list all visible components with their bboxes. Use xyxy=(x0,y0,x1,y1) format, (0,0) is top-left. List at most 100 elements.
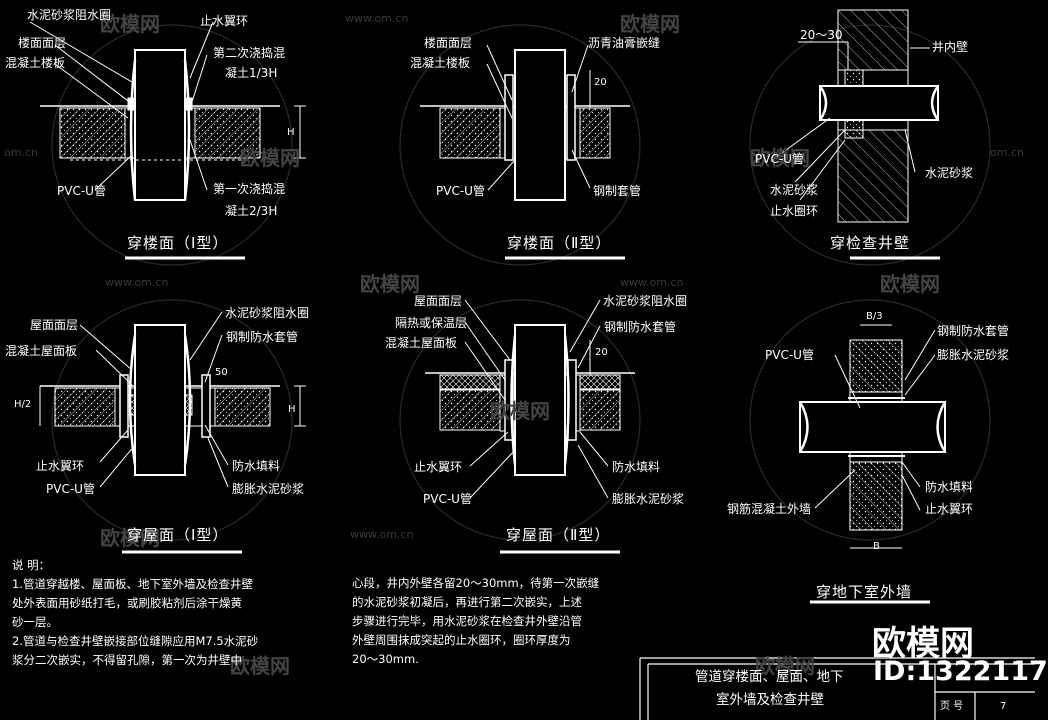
p6-label: 膨胀水泥砂浆 xyxy=(937,348,1010,362)
watermark-brand: 欧模网 xyxy=(230,654,290,678)
p6-label: 防水填料 xyxy=(925,480,974,494)
watermark-brand: 欧模网 xyxy=(620,12,680,36)
p3-label: 止水圈环 xyxy=(770,204,819,218)
panel-5-drawing xyxy=(425,299,635,554)
p1-dim: H xyxy=(287,127,295,138)
notes-left: 说 明： 1.管道穿越楼、屋面板、地下室外墙及检查井壁 处外表面用砂纸打毛，或刷… xyxy=(12,556,258,670)
p3-label: PVC-U管 xyxy=(755,152,804,166)
title-block-page-number: 7 xyxy=(1000,701,1007,712)
p4-title: 穿屋面（Ⅰ型） xyxy=(127,526,229,544)
p5-label: 水泥砂浆阻水圈 xyxy=(603,294,688,308)
watermark-url: om.cn xyxy=(4,146,38,159)
p2-label: 沥青油膏嵌缝 xyxy=(588,36,661,50)
p5-label: 混凝土屋面板 xyxy=(385,336,458,350)
note-line: 处外表面用砂纸打毛，或刷胶粘剂后涂干燥黄 xyxy=(12,596,242,610)
p5-dim: 20 xyxy=(595,347,608,358)
p2-label: 混凝土楼板 xyxy=(410,56,471,70)
p2-dim: 20 xyxy=(594,77,607,88)
p1-label: 止水翼环 xyxy=(200,14,249,28)
p6-label: 止水翼环 xyxy=(925,502,974,516)
panel-4-drawing xyxy=(39,311,306,554)
p1-label: PVC-U管 xyxy=(57,184,106,198)
note-line: 心段，井内外壁各留20～30mm，待第一次嵌缝 xyxy=(352,576,600,590)
p6-label: 钢制防水套管 xyxy=(937,324,1010,338)
p4-dim: H xyxy=(288,404,296,415)
note-line: 的水泥砂浆初凝后，再进行第二次嵌实，上述 xyxy=(352,595,582,609)
p1-title: 穿楼面（Ⅰ型） xyxy=(127,234,229,252)
brand-id: ID:1322117 xyxy=(873,656,1048,687)
p6-title: 穿地下室外墙 xyxy=(816,583,913,601)
p6-dim: B xyxy=(873,541,880,552)
panel-3-drawing xyxy=(774,9,940,260)
p5-label: 止水翼环 xyxy=(414,460,463,474)
p3-label: 井内壁 xyxy=(932,40,969,54)
panel-6-drawing xyxy=(798,324,947,604)
p4-dim: H/2 xyxy=(14,399,32,410)
p2-label: 楼面面层 xyxy=(424,36,473,50)
note-line: 说 明： xyxy=(12,558,51,572)
p6-label: 钢筋混凝土外墙 xyxy=(727,502,812,516)
watermark-brand: 欧模网 xyxy=(100,12,160,36)
p2-label: PVC-U管 xyxy=(436,184,485,198)
watermark-brand: 欧模网 xyxy=(750,146,810,170)
title-block-line1: 管道穿楼面、屋面、地下 xyxy=(695,669,844,685)
p4-label: 水泥砂浆阻水圈 xyxy=(225,306,310,320)
p4-label: 混凝土屋面板 xyxy=(5,344,78,358)
note-line: 2.管道与检查井壁嵌接部位缝隙应用M7.5水泥砂 xyxy=(12,634,259,648)
p1-label: 第一次浇捣混 xyxy=(213,182,286,196)
watermark-brand: 欧模网 xyxy=(240,146,300,170)
watermark-url: www.om.cn xyxy=(105,276,169,289)
watermark-brand: 欧模网 xyxy=(755,654,815,678)
p4-label: 膨胀水泥砂浆 xyxy=(232,482,305,496)
p3-label: 水泥砂浆 xyxy=(925,166,974,180)
p5-label: 钢制防水套管 xyxy=(604,320,677,334)
p5-label: 防水填料 xyxy=(612,460,661,474)
p3-title: 穿检查井壁 xyxy=(830,234,911,252)
p5-label: PVC-U管 xyxy=(423,492,472,506)
note-line: 外壁周围抹成突起的止水圈环，圈环厚度为 xyxy=(352,633,571,647)
p5-label: 膨胀水泥砂浆 xyxy=(612,492,685,506)
p5-label: 屋面面层 xyxy=(414,294,463,308)
brand-logo-text: 欧模网 xyxy=(872,624,974,664)
p1-label: 第二次浇捣混 xyxy=(213,46,286,60)
title-block-frame xyxy=(639,657,1035,720)
p4-label: 屋面面层 xyxy=(30,318,79,332)
p1-label: 混凝土楼板 xyxy=(5,56,66,70)
p4-label: 钢制防水套管 xyxy=(226,330,299,344)
notes-right: 心段，井内外壁各留20～30mm，待第一次嵌缝 的水泥砂浆初凝后，再进行第二次嵌… xyxy=(352,574,599,669)
p4-label: 防水填料 xyxy=(232,459,281,473)
p1-label: 凝土1/3H xyxy=(225,66,278,80)
p4-label: 止水翼环 xyxy=(36,459,85,473)
note-line: 砂一层。 xyxy=(12,615,58,629)
title-block-line2: 室外墙及检查井壁 xyxy=(716,692,824,708)
p1-label: 水泥砂浆阻水圈 xyxy=(27,8,112,22)
title-block-page-label: 页 号 xyxy=(940,701,964,712)
watermark-url: www.om.cn xyxy=(345,12,409,25)
note-line: 20～30mm. xyxy=(352,652,419,666)
p3-label: 20～30 xyxy=(800,28,843,42)
p1-label: 楼面面层 xyxy=(18,36,67,50)
watermark-url: om.cn xyxy=(990,146,1024,159)
p6-label: PVC-U管 xyxy=(765,348,814,362)
panel-1-drawing xyxy=(29,21,306,260)
watermark-circles xyxy=(51,24,991,541)
p2-label: 钢制套管 xyxy=(593,184,642,198)
p4-label: PVC-U管 xyxy=(46,482,95,496)
p1-label: 凝土2/3H xyxy=(225,204,278,218)
watermark-url: www.om.cn xyxy=(350,528,414,541)
note-line: 浆分二次嵌实，不得留孔隙，第一次为井壁中 xyxy=(12,653,242,667)
watermark-brand: 欧模网 xyxy=(490,399,550,423)
watermark-brand: 欧模网 xyxy=(100,526,160,550)
note-line: 步骤进行完毕，用水泥砂浆在检查井外壁沿管 xyxy=(352,614,582,628)
note-line: 1.管道穿越楼、屋面板、地下室外墙及检查井壁 xyxy=(12,577,253,591)
p2-title: 穿楼面（Ⅱ型） xyxy=(507,234,612,252)
watermark-url: www.om.cn xyxy=(620,276,684,289)
p3-label: 水泥砂浆 xyxy=(770,183,819,197)
panel-2-drawing xyxy=(420,44,630,260)
watermark-brand: 欧模网 xyxy=(360,272,420,296)
watermark-brand: 欧模网 xyxy=(880,272,940,296)
p5-title: 穿屋面（Ⅱ型） xyxy=(506,526,611,544)
p6-dim: B/3 xyxy=(866,311,883,322)
p5-label: 隔热或保温层 xyxy=(395,316,468,330)
